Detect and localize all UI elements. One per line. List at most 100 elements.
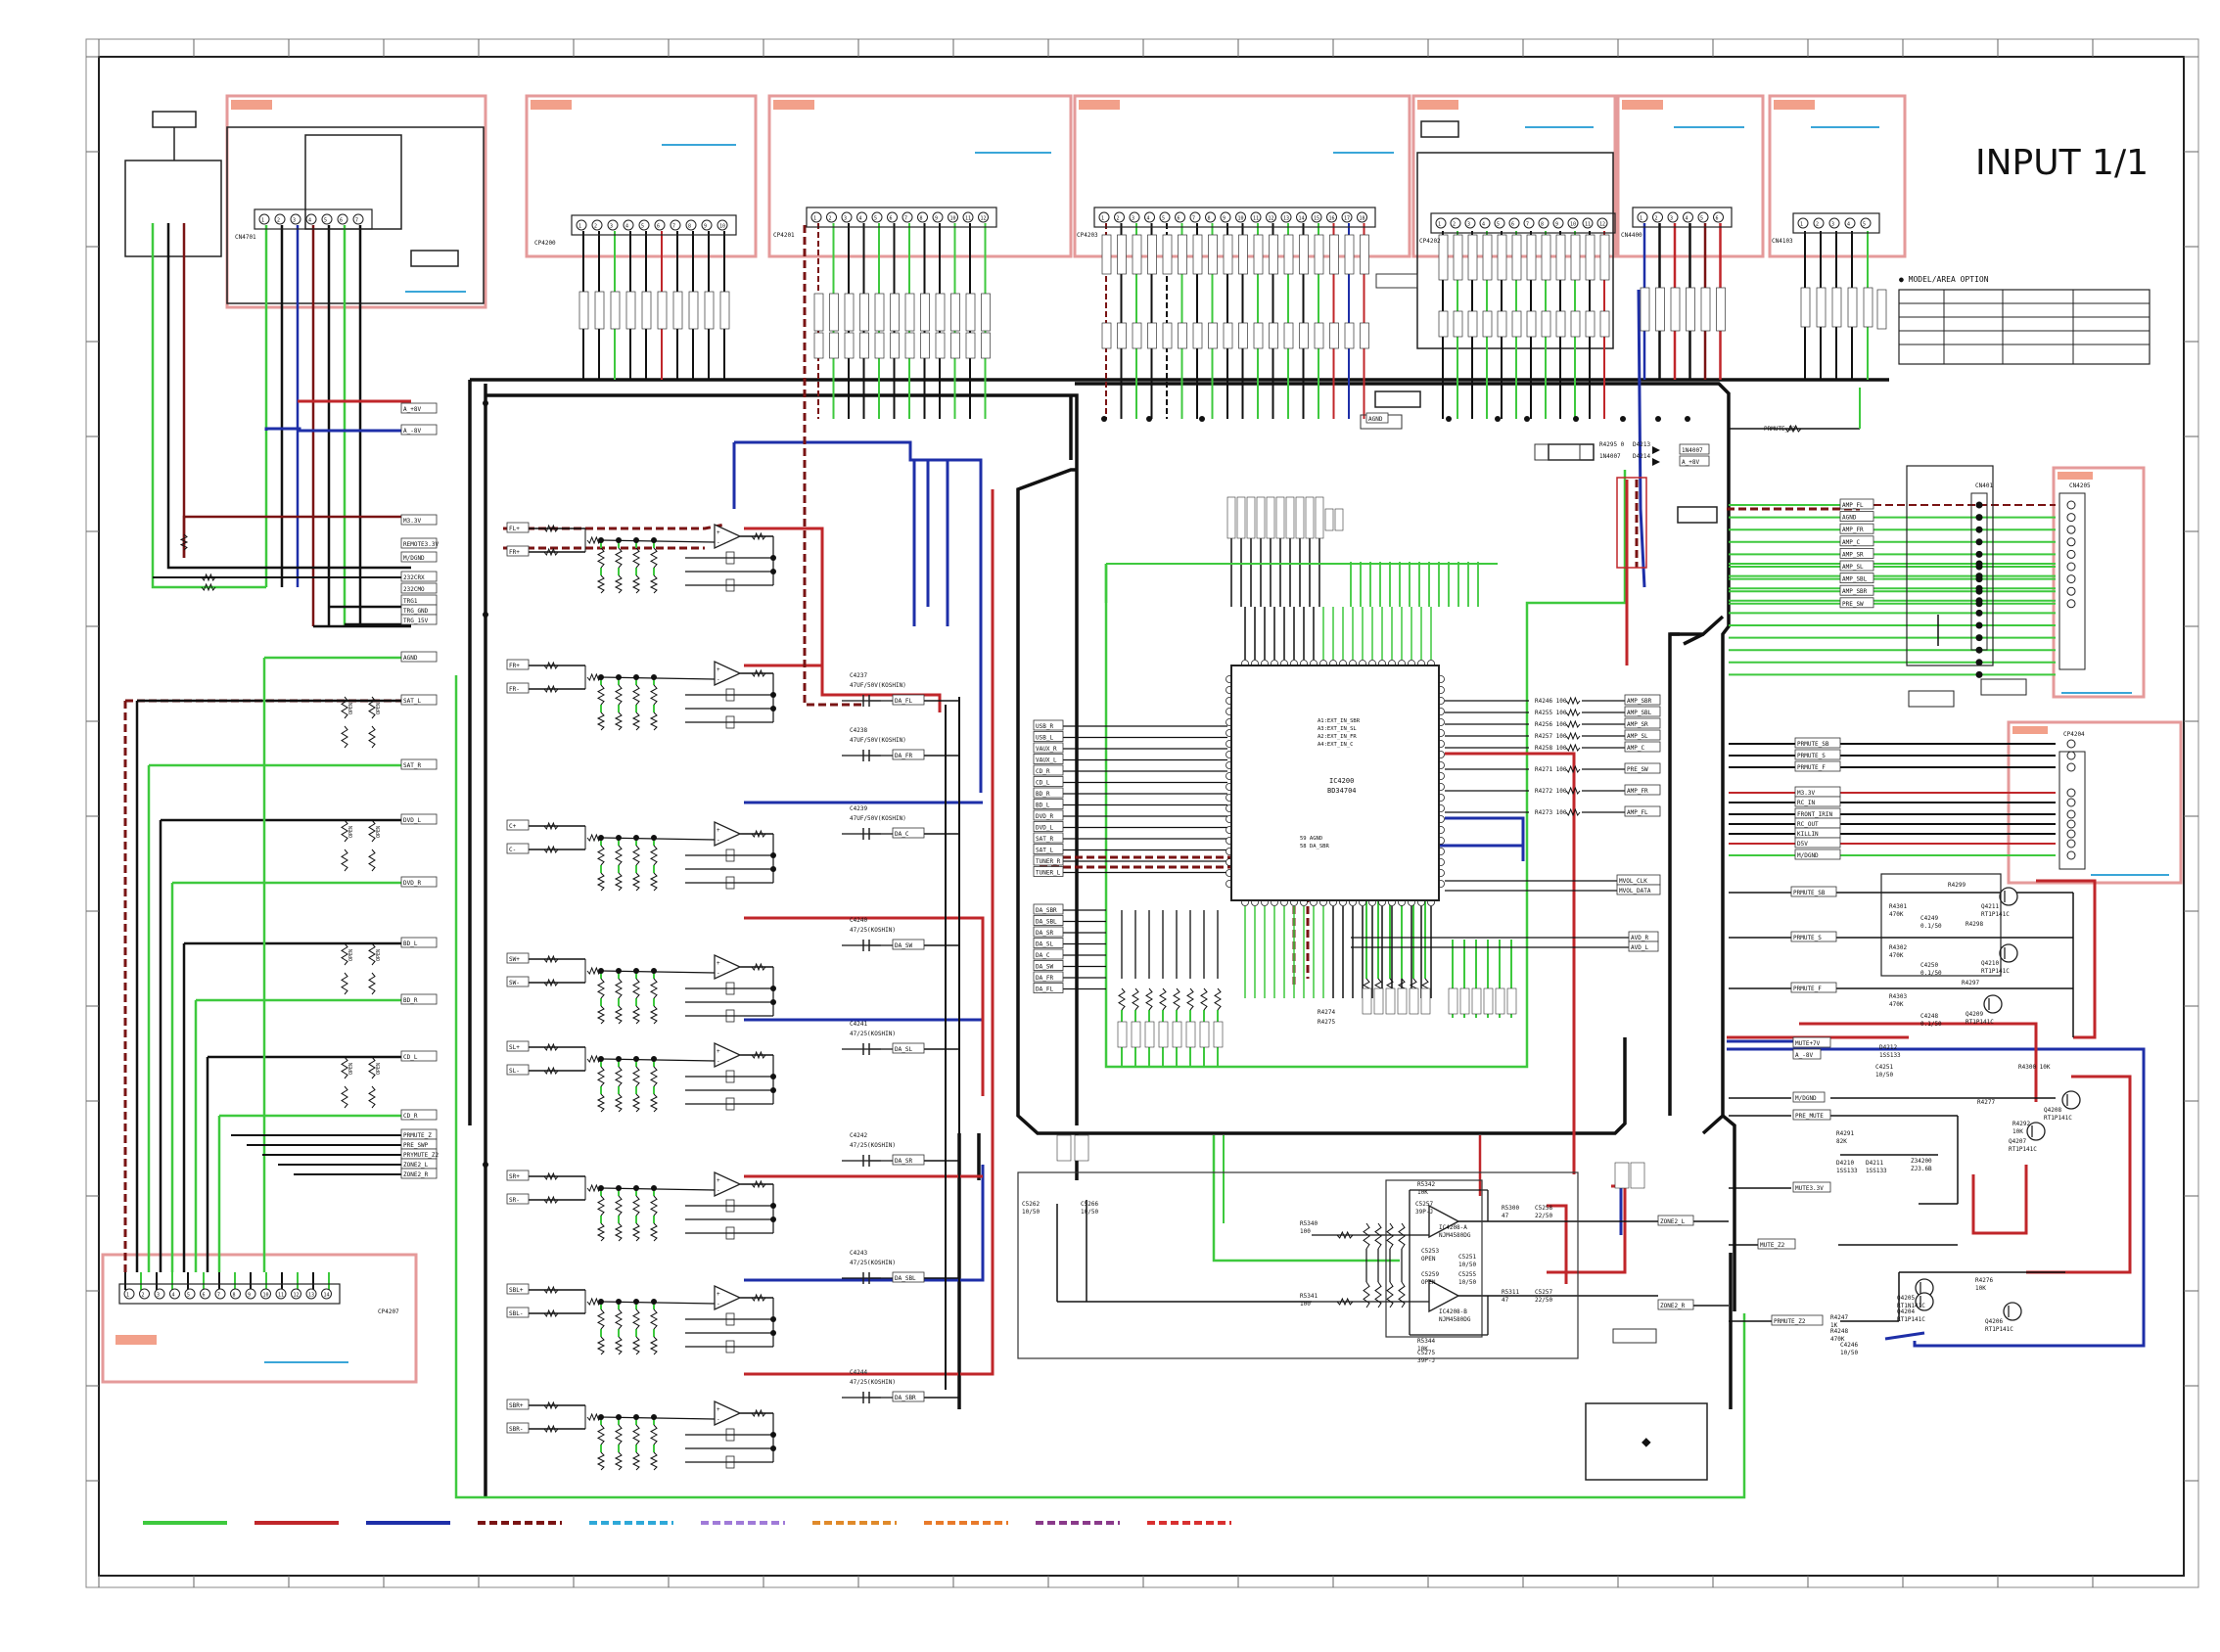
wire — [631, 1005, 641, 1025]
wire — [596, 1093, 606, 1113]
vertical-net-label — [1373, 987, 1384, 1015]
net-label-box — [1792, 1091, 1826, 1103]
capacitor-ref: C4238 — [850, 727, 867, 734]
wire — [649, 1424, 659, 1446]
connector-pin — [305, 213, 317, 225]
net-label-box — [400, 993, 438, 1005]
resistor-ref: R4247 — [1830, 1314, 1848, 1321]
wire — [744, 916, 985, 1096]
transistor-part: RT1P141C — [1966, 1019, 1994, 1026]
wire — [649, 1336, 659, 1355]
wire — [631, 547, 641, 569]
ic-inner-label: A3:EXT_IN_SL — [1318, 726, 1357, 732]
pin-number: 8 — [920, 216, 923, 222]
net-label-box — [1792, 1181, 1831, 1193]
svg-text:BD34704: BD34704 — [1327, 787, 1357, 795]
connector-pin — [321, 1288, 332, 1300]
net-label: SR- — [509, 1197, 520, 1204]
opamp-symbol — [714, 1041, 742, 1069]
wire — [1386, 1281, 1394, 1308]
net-label-box — [892, 749, 925, 760]
vertical-net-label — [1482, 310, 1493, 338]
net-label: ZONE2_L — [1660, 1218, 1686, 1225]
net-label: AVD_R — [1631, 935, 1648, 941]
net-label-box — [1790, 982, 1837, 993]
connector-pin — [2066, 751, 2076, 760]
net-label-box — [400, 651, 438, 663]
wire — [543, 1308, 559, 1318]
net-label: SBL- — [509, 1310, 523, 1317]
vertical-net-label — [1299, 234, 1309, 275]
net-label: 1N4007 — [1682, 447, 1703, 454]
connector-pin — [1175, 211, 1185, 223]
net-label-box — [1794, 737, 1841, 749]
wire — [1799, 1022, 2038, 1102]
net-label-box — [892, 1271, 925, 1283]
connector-body — [806, 206, 997, 228]
net-label: DA_C — [1036, 952, 1050, 959]
capacitor-value: 0.1/50 — [1920, 970, 1942, 977]
pin-number: 2 — [829, 216, 832, 222]
pin-number: 5 — [1863, 222, 1866, 228]
wire — [649, 1005, 659, 1025]
junction-dot — [633, 968, 639, 974]
net-label: M/DGND — [1797, 852, 1819, 859]
net-label-box — [1033, 754, 1064, 764]
net-label-box — [1657, 1215, 1694, 1226]
vertical-net-label — [1555, 234, 1566, 281]
net-label: PRMUTE_Z — [403, 1132, 432, 1139]
wire — [614, 845, 624, 866]
resistor-value: 470K — [1889, 911, 1904, 918]
resistor-ref: R4303 — [1889, 993, 1907, 1000]
wire — [614, 1308, 624, 1330]
vertical-net-label — [1467, 234, 1478, 281]
connector-pin — [1582, 217, 1594, 229]
connector-pin — [1975, 659, 1983, 666]
net-label: AMP_FL — [1842, 502, 1864, 509]
opamp-plus: + — [717, 1406, 720, 1413]
pin-number: 4 — [1147, 216, 1150, 222]
opamp-symbol — [714, 1284, 742, 1311]
pin-number: 10 — [1238, 216, 1244, 222]
net-label: PRMUTE_F — [1793, 986, 1822, 992]
net-label: DVD_R — [1036, 813, 1053, 820]
junction-dot — [770, 999, 776, 1005]
resistor-ref: R4246 100 — [1535, 698, 1567, 705]
vertical-net-label — [1314, 234, 1324, 275]
wire — [341, 1085, 348, 1109]
wire — [368, 849, 376, 872]
net-label: PRYMUTE_Z2 — [403, 1152, 439, 1159]
resistor-value: 1K — [1830, 1322, 1838, 1329]
wire — [614, 1424, 624, 1446]
connector-pin — [701, 219, 713, 231]
pin-number: 16 — [1329, 216, 1335, 222]
pin-number: 6 — [890, 216, 893, 222]
connector-pin — [1683, 211, 1693, 223]
pin-number: 1 — [578, 224, 581, 230]
vertical-net-label — [1453, 310, 1463, 338]
connector-pin — [978, 211, 989, 223]
connector-pin — [1860, 217, 1872, 229]
vertical-net-label — [1132, 322, 1142, 349]
net-label-box — [1624, 717, 1661, 729]
resistor-ref: R4275 — [1318, 1019, 1335, 1026]
wire — [543, 1042, 559, 1052]
vertical-net-label — [578, 291, 589, 330]
net-label: SBR- — [509, 1426, 523, 1433]
junction-dot — [633, 674, 639, 680]
vertical-net-label — [1471, 987, 1482, 1015]
net-label: A_+8V — [1682, 459, 1699, 466]
pin-number: 12 — [981, 216, 987, 222]
opamp-minus: - — [717, 539, 720, 546]
connector-pin — [2066, 537, 2076, 547]
pin-number: 6 — [1511, 222, 1514, 228]
connector-ref: CP4200 — [534, 240, 556, 247]
wire — [751, 531, 766, 541]
connector-ref: CN4400 — [1621, 232, 1642, 239]
vertical-net-label — [1585, 234, 1596, 281]
connector-pin — [1220, 211, 1231, 223]
net-label: AMP_SR — [1627, 721, 1648, 728]
net-label-box — [1839, 560, 1874, 572]
net-label-box — [400, 514, 438, 526]
diode-part: 1SS133 — [1879, 1052, 1901, 1059]
